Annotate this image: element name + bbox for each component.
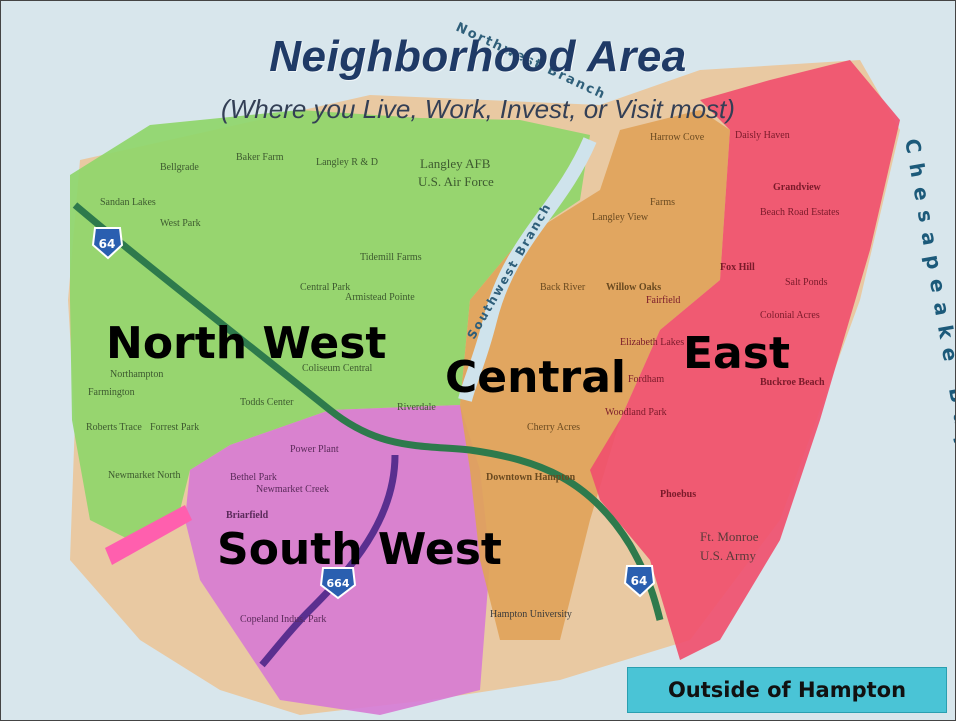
i64-east-label: 64 bbox=[631, 574, 648, 588]
place-label: Daisly Haven bbox=[735, 130, 790, 141]
place-label: U.S. Air Force bbox=[418, 174, 494, 189]
place-label: Sandan Lakes bbox=[100, 197, 156, 208]
region-label-east: East bbox=[683, 328, 790, 379]
place-label: West Park bbox=[160, 218, 201, 229]
place-label: Langley AFB bbox=[420, 156, 491, 171]
place-label: Colonial Acres bbox=[760, 310, 820, 321]
place-label: Phoebus bbox=[660, 489, 696, 500]
place-label: Farms bbox=[650, 197, 675, 208]
place-label: Copeland Indus. Park bbox=[240, 614, 326, 625]
place-label: Power Plant bbox=[290, 444, 339, 455]
region-label-north-west: North West bbox=[106, 318, 387, 369]
place-label: Bethel Park bbox=[230, 472, 277, 483]
outside-of-hampton-button[interactable]: Outside of Hampton bbox=[627, 667, 947, 713]
place-label: Farmington bbox=[88, 387, 135, 398]
place-label: Langley View bbox=[592, 212, 649, 223]
place-label: Downtown Hampton bbox=[486, 472, 576, 483]
region-east[interactable] bbox=[590, 60, 900, 660]
region-label-central: Central bbox=[445, 352, 626, 403]
place-labels: Bellgrade Baker Farm Langley R & D Langl… bbox=[86, 130, 840, 625]
page-title: Neighborhood Area bbox=[269, 32, 687, 81]
place-label: Roberts Trace bbox=[86, 422, 142, 433]
place-label: Newmarket Creek bbox=[256, 484, 329, 495]
place-label: Woodland Park bbox=[605, 407, 667, 418]
place-label: Bellgrade bbox=[160, 162, 199, 173]
region-south-west[interactable] bbox=[185, 405, 490, 715]
interstate-664 bbox=[259, 454, 399, 668]
place-label: Buckroe Beach bbox=[760, 377, 825, 388]
place-label: Briarfield bbox=[226, 510, 269, 521]
place-label: Back River bbox=[540, 282, 586, 293]
i64-west-shield: 64 bbox=[91, 227, 124, 260]
place-label: Tidemill Farms bbox=[360, 252, 422, 263]
place-label: Beach Road Estates bbox=[760, 207, 840, 218]
place-label: Armistead Pointe bbox=[345, 292, 415, 303]
place-label: Newmarket North bbox=[108, 470, 180, 481]
southwest-branch-river bbox=[458, 137, 597, 402]
i664-label: 664 bbox=[327, 577, 350, 590]
region-label-south-west: South West bbox=[217, 524, 502, 575]
place-label: Hampton University bbox=[490, 609, 572, 620]
place-label: Riverdale bbox=[397, 402, 436, 413]
place-label: Fairfield bbox=[646, 295, 680, 306]
place-label: Fox Hill bbox=[720, 262, 755, 273]
place-label: Grandview bbox=[773, 182, 822, 193]
place-label: Coliseum Central bbox=[302, 363, 372, 374]
place-label: Fordham bbox=[628, 374, 664, 385]
place-label: Central Park bbox=[300, 282, 350, 293]
place-label: Forrest Park bbox=[150, 422, 199, 433]
place-label: Cherry Acres bbox=[527, 422, 580, 433]
region-north-west[interactable] bbox=[70, 110, 590, 540]
i64-west-label: 64 bbox=[99, 237, 116, 251]
place-label: Willow Oaks bbox=[606, 282, 661, 293]
outside-strip bbox=[105, 505, 192, 565]
place-label: Harrow Cove bbox=[650, 132, 705, 143]
place-label: Northampton bbox=[110, 369, 163, 380]
place-label: Langley R & D bbox=[316, 157, 378, 168]
place-label: Elizabeth Lakes bbox=[620, 337, 684, 348]
place-label: Baker Farm bbox=[236, 152, 284, 163]
place-label: U.S. Army bbox=[700, 548, 756, 563]
place-label: Ft. Monroe bbox=[700, 529, 759, 544]
place-label: Todds Center bbox=[240, 397, 294, 408]
place-label: Salt Ponds bbox=[785, 277, 828, 288]
page-subtitle: (Where you Live, Work, Invest, or Visit … bbox=[221, 94, 735, 124]
interstate-64 bbox=[72, 202, 664, 621]
i64-east-shield: 64 bbox=[623, 565, 656, 598]
i664-shield: 664 bbox=[319, 567, 357, 600]
